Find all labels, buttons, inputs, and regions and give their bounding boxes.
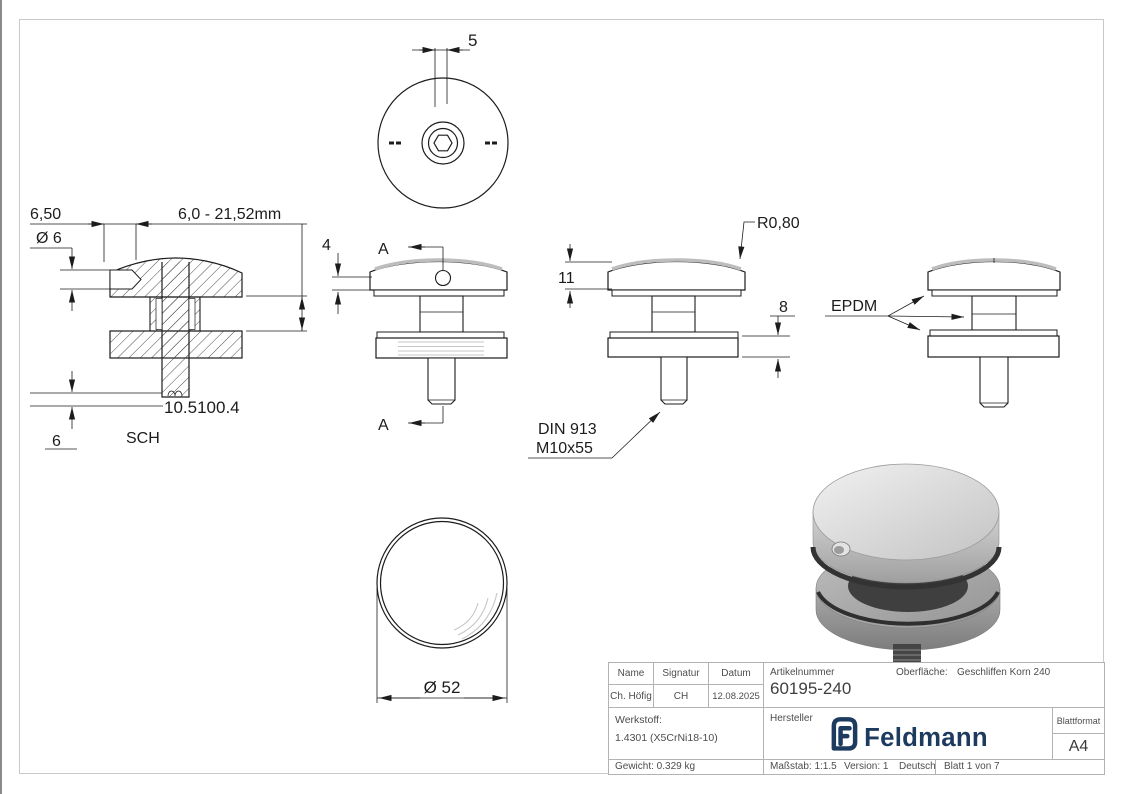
werkstoff-label: Werkstoff: [615, 714, 662, 726]
dim-4: 4 [322, 237, 331, 254]
radius-label: R0,80 [757, 215, 800, 232]
bottom-view: Ø 52 [376, 517, 508, 703]
front-view: R0,80 11 8 DIN 913 M10x55 [528, 215, 800, 459]
version-text: Version: 1 [844, 761, 889, 772]
product-3d-render [810, 463, 1002, 676]
dim-5: 5 [468, 31, 477, 50]
header-datum: Datum [708, 662, 764, 685]
blatt-text: Blatt 1 von 7 [944, 761, 1000, 772]
artikelnummer-value: 60195-240 [770, 679, 852, 698]
header-datum-text: Datum [721, 668, 751, 679]
blattformat-label: Blattformat [1056, 715, 1101, 726]
massstab-text: Maßstab: 1:1.5 [770, 761, 837, 772]
value-signatur: CH [653, 684, 709, 708]
sprache-text: Deutsch [899, 761, 936, 772]
value-name: Ch. Höfig [608, 684, 654, 708]
value-datum: 12.08.2025 [708, 684, 764, 708]
blattformat-label-cell: Blattformat [1052, 707, 1105, 734]
title-block: Name Signatur Datum Ch. Höfig CH 12.08.2… [608, 662, 1105, 775]
dim-6: 6 [52, 433, 61, 450]
section-view: 6,50 6,0 - 21,52mm Ø 6 6 [30, 206, 307, 450]
gewicht-cell: Gewicht: 0.329 kg [608, 759, 764, 775]
thread-note-line2: M10x55 [536, 440, 593, 457]
glass-reflection-arcs [453, 592, 498, 640]
thread-note-line1: DIN 913 [538, 421, 597, 438]
werkstoff-value: 1.4301 (X5CrNi18-10) [615, 732, 718, 744]
value-datum-text: 12.08.2025 [712, 690, 760, 702]
gewicht-text: Gewicht: 0.329 kg [615, 761, 696, 772]
header-name-text: Name [617, 668, 645, 679]
value-signatur-text: CH [673, 690, 689, 702]
dim-8: 8 [779, 299, 788, 316]
header-signatur: Signatur [653, 662, 709, 685]
set-screw-hole [434, 269, 452, 287]
oberflaeche-value: Geschliffen Korn 240 [957, 667, 1051, 678]
blattformat-value: A4 [1068, 737, 1089, 755]
feldmann-logo-icon [831, 717, 858, 751]
disc-shading-lines [398, 341, 484, 356]
oberflaeche-label: Oberfläche: [896, 667, 948, 678]
blatt-cell: Blatt 1 von 7 [935, 759, 1105, 775]
clipped-section-label: SCH [126, 430, 160, 447]
header-signatur-text: Signatur [662, 668, 700, 679]
feldmann-logo-text: Feldmann [864, 724, 988, 752]
dim-d52: Ø 52 [424, 678, 461, 697]
dim-650: 6,50 [30, 206, 61, 223]
blattformat-value-cell: A4 [1052, 733, 1105, 760]
feldmann-logo: Feldmann [831, 717, 988, 752]
hex-socket [433, 134, 453, 152]
drawing-frame-border [19, 19, 1104, 774]
dim-d6: Ø 6 [36, 230, 62, 247]
werkstoff-cell: Werkstoff: 1.4301 (X5CrNi18-10) [608, 707, 764, 760]
hersteller-cell: Hersteller Feldmann [763, 707, 1053, 760]
thread-symbol [167, 390, 183, 397]
artikelnummer-cell: Artikelnummer 60195-240 Oberfläche: Gesc… [763, 662, 1105, 708]
hersteller-label: Hersteller [770, 713, 813, 724]
massstab-cell: Maßstab: 1:1.5 Version: 1 Deutsch [763, 759, 936, 775]
side-hole-section [109, 269, 142, 290]
header-name: Name [608, 662, 654, 685]
epdm-view: EPDM [825, 258, 1061, 408]
top-view: 5 [377, 31, 509, 209]
side-view: A A 4 [322, 237, 508, 434]
dim-11: 11 [558, 270, 575, 287]
dim-glass-range: 6,0 - 21,52mm [178, 206, 281, 223]
artikelnummer-label: Artikelnummer [770, 667, 835, 678]
overlap-label: 10.5100.4 [164, 398, 240, 417]
section-marker-a-top: A [378, 241, 389, 258]
left-edge-strip [0, 0, 2, 794]
section-marker-a-bottom: A [378, 417, 389, 434]
epdm-label: EPDM [831, 298, 877, 315]
value-name-text: Ch. Höfig [610, 690, 652, 702]
